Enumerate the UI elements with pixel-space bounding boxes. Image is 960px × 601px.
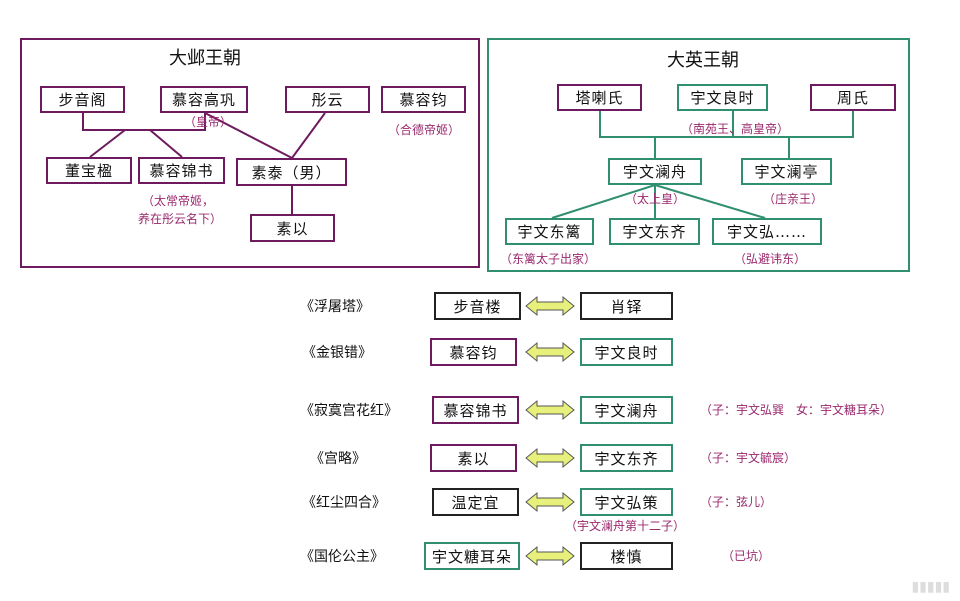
box-zhoushi: 周氏 (810, 84, 896, 111)
box-tongyun: 彤云 (285, 86, 370, 113)
double-arrow-icon (525, 491, 575, 513)
pair-note: （已坑） (722, 549, 771, 563)
daye-title: 大邺王朝 (169, 48, 241, 69)
note-lanzhou: （太上皇） (624, 192, 686, 206)
pair-right-box: 宇文东齐 (580, 444, 673, 472)
pair-right-box: 肖铎 (580, 292, 673, 320)
double-arrow-icon (525, 341, 575, 363)
pair-note: （子：宇文弘巽 女：宇文糖耳朵） (700, 403, 893, 417)
box-yuwen-dongqi: 宇文东齐 (609, 218, 700, 245)
box-su-tai: 素泰（男） (236, 158, 347, 186)
note-liangshi: （南苑王、高皇帝） (680, 122, 790, 136)
box-yuwen-liangshi: 宇文良时 (677, 84, 768, 111)
pair-left-box: 慕容钧 (430, 338, 517, 366)
box-yuwen-lanting: 宇文澜亭 (741, 158, 832, 185)
double-arrow-icon (525, 295, 575, 317)
pair-left-box: 步音楼 (434, 292, 521, 320)
box-yuwen-hong: 宇文弘…… (712, 218, 822, 245)
box-murong-jinshu: 慕容锦书 (138, 157, 225, 184)
pair-right-box: 宇文弘策 (580, 488, 673, 516)
pair-note: （子：宇文毓宸） (700, 451, 797, 465)
pair-left-box: 素以 (430, 444, 517, 472)
pair-left-box: 慕容锦书 (432, 396, 519, 424)
note-dongli: （东篱太子出家） (499, 252, 597, 266)
pair-subnote: （宇文澜舟第十二子） (564, 519, 686, 533)
note-hong: （弘避讳东） (733, 252, 807, 266)
box-murong-gaogong: 慕容高巩 (160, 86, 248, 113)
book-title: 《宫略》 (310, 451, 366, 467)
double-arrow-icon (525, 399, 575, 421)
book-title: 《金银错》 (302, 345, 372, 361)
book-title: 《寂寞宫花红》 (300, 403, 398, 419)
pair-note: （子：弦儿） (700, 495, 773, 509)
book-title: 《国伦公主》 (300, 549, 384, 565)
daying-dynasty-panel (487, 38, 910, 272)
pair-right-box: 楼慎 (580, 542, 673, 570)
pair-left-box: 温定宜 (432, 488, 519, 516)
pair-right-box: 宇文良时 (580, 338, 673, 366)
daying-title: 大英王朝 (667, 50, 739, 71)
double-arrow-icon (525, 447, 575, 469)
double-arrow-icon (525, 545, 575, 567)
box-murong-jun: 慕容钧 (381, 86, 466, 113)
box-dong-baoying: 董宝楹 (46, 157, 132, 184)
note-jinshu-1: （太常帝姬， (141, 194, 215, 208)
pair-right-box: 宇文澜舟 (580, 396, 673, 424)
note-lanting: （庄亲王） (762, 192, 824, 206)
book-title: 《浮屠塔》 (300, 299, 370, 315)
daye-dynasty-panel (20, 38, 480, 268)
box-yuwen-dongli: 宇文东篱 (505, 218, 594, 245)
box-yuwen-lanzhou: 宇文澜舟 (608, 158, 702, 185)
book-title: 《红尘四合》 (302, 495, 386, 511)
box-bu-yinge: 步音阁 (40, 86, 125, 113)
watermark: ▮▮▮▮▮ (911, 579, 950, 595)
note-gaogong: （皇帝） (183, 115, 233, 129)
box-talashi: 塔喇氏 (557, 84, 642, 111)
note-jun: （合德帝姬） (387, 123, 461, 137)
note-jinshu-2: 养在彤云名下） (137, 212, 223, 226)
pair-left-box: 宇文糖耳朵 (424, 542, 520, 570)
box-su-yi: 素以 (250, 214, 335, 242)
